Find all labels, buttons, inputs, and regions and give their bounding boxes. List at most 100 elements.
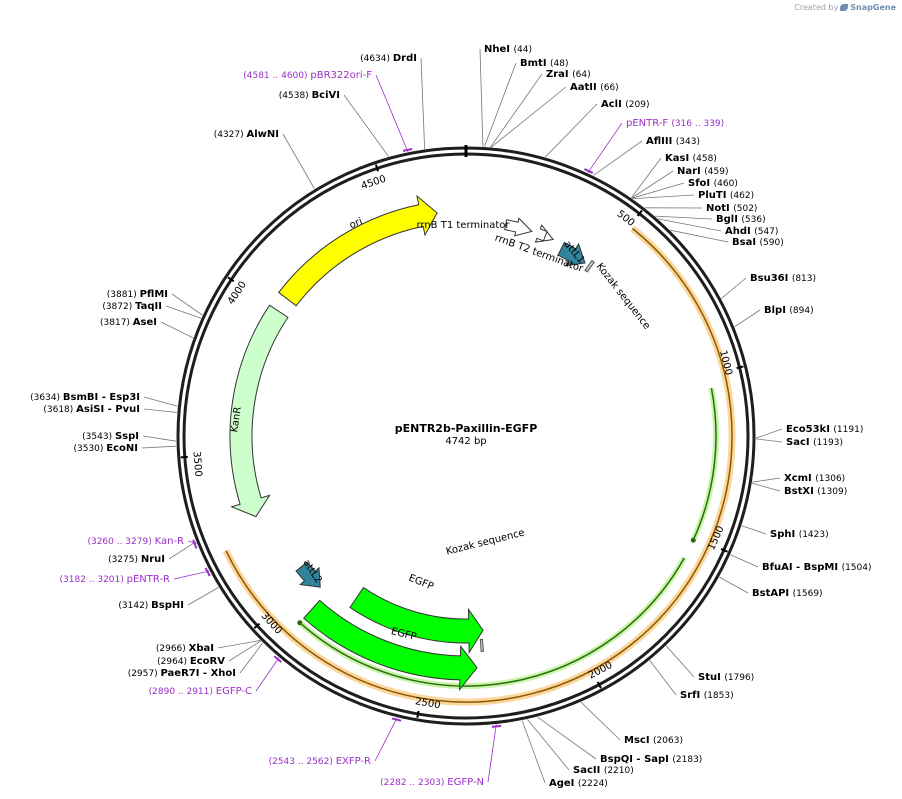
site-name: NotI xyxy=(706,203,733,214)
primer-bind-mark xyxy=(192,539,198,549)
site-position: (44) xyxy=(513,45,531,55)
enzyme-site-label[interactable]: (2964) EcoRV xyxy=(157,656,225,667)
enzyme-site-label[interactable]: (3817) AseI xyxy=(100,317,157,328)
enzyme-site-label[interactable]: (3634) BsmBI - Esp3I xyxy=(30,392,140,403)
primer-label[interactable]: (4581 .. 4600) pBR322ori-F xyxy=(243,70,372,81)
site-position: (4634) xyxy=(360,54,393,64)
site-leader-line xyxy=(420,57,426,149)
enzyme-site-label[interactable]: (3881) PflMI xyxy=(107,289,168,300)
tick-mark xyxy=(180,455,188,459)
primer-label[interactable]: pENTR-F (316 .. 339) xyxy=(626,118,724,129)
site-name: AatII xyxy=(570,82,600,93)
enzyme-site-label[interactable]: MscI (2063) xyxy=(624,735,683,746)
enzyme-site-label[interactable]: SrfI (1853) xyxy=(680,690,734,701)
site-leader-line xyxy=(484,62,517,147)
egfp-feature xyxy=(349,586,484,655)
primer-label[interactable]: (3182 .. 3201) pENTR-R xyxy=(60,574,171,585)
site-position: (547) xyxy=(754,227,778,237)
enzyme-site-label[interactable]: ZraI (64) xyxy=(546,69,591,80)
primer-label[interactable]: (2543 .. 2562) EXFP-R xyxy=(269,756,371,767)
enzyme-site-label[interactable]: (2957) PaeR7I - XhoI xyxy=(128,668,236,679)
enzyme-site-label[interactable]: BspQI - SapI (2183) xyxy=(600,754,702,765)
enzyme-site-label[interactable]: BglI (536) xyxy=(716,214,766,225)
site-position: (3618) xyxy=(43,405,76,415)
enzyme-site-label[interactable]: AhdI (547) xyxy=(725,226,778,237)
enzyme-site-label[interactable]: AatII (66) xyxy=(570,82,619,93)
enzyme-site-label[interactable]: (3543) SspI xyxy=(82,431,139,442)
enzyme-site-label[interactable]: NheI (44) xyxy=(484,44,532,55)
site-name: BciVI xyxy=(312,90,340,101)
enzyme-site-label[interactable]: XcmI (1306) xyxy=(784,473,845,484)
enzyme-site-label[interactable]: (2966) XbaI xyxy=(156,643,214,654)
orf-arc xyxy=(299,557,685,687)
site-name: NheI xyxy=(484,44,513,55)
site-position: (536) xyxy=(741,215,765,225)
site-leader-line xyxy=(141,445,177,449)
enzyme-site-label[interactable]: BstXI (1309) xyxy=(784,486,847,497)
site-position: (64) xyxy=(572,70,590,80)
enzyme-site-label[interactable]: SacII (2210) xyxy=(573,765,634,776)
cds-band-line xyxy=(225,227,733,703)
orf-arrow-icon xyxy=(297,620,303,626)
tick-label: 3500 xyxy=(191,451,204,477)
site-leader-line xyxy=(255,657,280,692)
enzyme-site-label[interactable]: (4634) DrdI xyxy=(360,53,417,64)
site-name: AclI xyxy=(601,99,625,110)
egfp-feature xyxy=(303,599,478,691)
primer-label[interactable]: (3260 .. 3279) Kan-R xyxy=(87,536,184,547)
attl2-feature xyxy=(295,561,321,588)
site-leader-line xyxy=(719,576,749,594)
enzyme-site-label[interactable]: (3872) TaqII xyxy=(102,301,162,312)
enzyme-site-label[interactable]: BlpI (894) xyxy=(764,305,814,316)
enzyme-site-label[interactable]: Bsu36I (813) xyxy=(750,273,816,284)
site-leader-line xyxy=(593,140,643,176)
enzyme-site-label[interactable]: NotI (502) xyxy=(706,203,757,214)
plasmid-length: 4742 bp xyxy=(445,436,486,447)
site-position: (3634) xyxy=(30,393,63,403)
site-name: BsaI xyxy=(732,237,760,248)
enzyme-site-label[interactable]: BfuAI - BspMI (1504) xyxy=(762,562,872,573)
site-name: AgeI xyxy=(549,778,578,789)
site-leader-line xyxy=(665,645,695,678)
tick-mark xyxy=(736,365,744,370)
site-name: MscI xyxy=(624,735,653,746)
primer-label[interactable]: (2282 .. 2303) EGFP-N xyxy=(380,777,484,788)
attl1-feature xyxy=(557,241,586,267)
enzyme-site-label[interactable]: (3618) AsiSI - PvuI xyxy=(43,404,140,415)
enzyme-site-label[interactable]: BmtI (48) xyxy=(520,58,569,69)
enzyme-site-label[interactable]: (3275) NruI xyxy=(108,554,165,565)
site-name: Bsu36I xyxy=(750,273,792,284)
site-leader-line xyxy=(670,229,729,243)
enzyme-site-label[interactable]: KasI (458) xyxy=(665,153,717,164)
plasmid-name: pENTR2b-Paxillin-EGFP xyxy=(395,422,538,435)
enzyme-site-label[interactable]: AgeI (2224) xyxy=(549,778,608,789)
enzyme-site-label[interactable]: Eco53kI (1191) xyxy=(786,424,863,435)
enzyme-site-label[interactable]: NarI (459) xyxy=(677,166,728,177)
enzyme-site-label[interactable]: (3142) BspHI xyxy=(118,600,184,611)
site-position: (3817) xyxy=(100,318,133,328)
enzyme-site-label[interactable]: BstAPI (1569) xyxy=(752,588,823,599)
enzyme-site-label[interactable]: AflIII (343) xyxy=(646,136,700,147)
enzyme-site-label[interactable]: (3530) EcoNI xyxy=(73,443,138,454)
site-name: SacII xyxy=(573,765,604,776)
enzyme-site-label[interactable]: SphI (1423) xyxy=(770,529,829,540)
primer-label[interactable]: (2890 .. 2911) EGFP-C xyxy=(149,686,252,697)
enzyme-site-label[interactable]: BsaI (590) xyxy=(732,237,784,248)
site-leader-line xyxy=(730,554,759,568)
site-position: (1853) xyxy=(704,691,734,701)
enzyme-site-label[interactable]: PluTI (462) xyxy=(698,190,754,201)
site-position: (462) xyxy=(730,191,754,201)
enzyme-site-label[interactable]: SacI (1193) xyxy=(786,437,843,448)
enzyme-site-label[interactable]: SfoI (460) xyxy=(688,178,738,189)
enzyme-site-label[interactable]: (4538) BciVI xyxy=(279,90,340,101)
enzyme-site-label[interactable]: (4327) AlwNI xyxy=(214,129,279,140)
enzyme-site-label[interactable]: StuI (1796) xyxy=(698,672,754,683)
enzyme-site-label[interactable]: AclI (209) xyxy=(601,99,650,110)
site-leader-line xyxy=(649,660,677,696)
site-name: BmtI xyxy=(520,58,550,69)
site-name: EcoNI xyxy=(106,443,138,454)
site-name: AflIII xyxy=(646,136,676,147)
